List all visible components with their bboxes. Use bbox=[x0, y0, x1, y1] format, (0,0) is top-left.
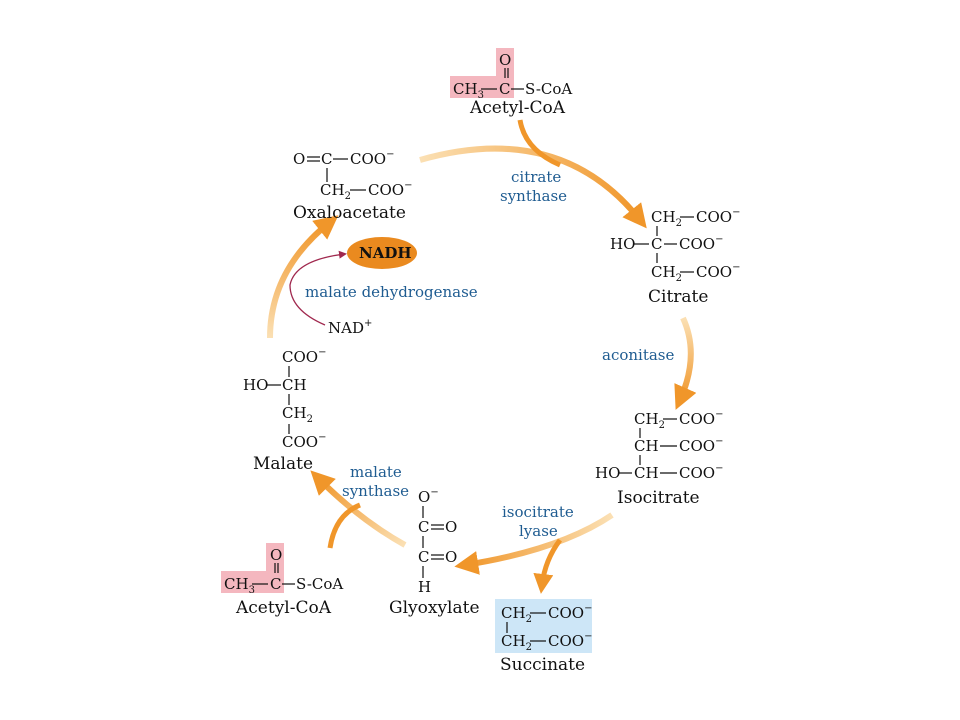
citrate-coo1: COO− bbox=[696, 207, 740, 226]
acetyl-top-ch3: CH3 bbox=[453, 80, 484, 101]
compound-succinate: CH2 COO− CH2 COO− Succinate bbox=[495, 599, 592, 675]
compound-glyoxylate: O− C O C O H Glyoxylate bbox=[389, 487, 480, 618]
glyoxylate-o2: O bbox=[445, 548, 457, 566]
malate-ch: CH bbox=[282, 376, 307, 394]
isocitrate-coo3: COO− bbox=[679, 463, 723, 482]
isocitrate-ch2: CH2 bbox=[634, 410, 665, 431]
malate-ho: HO bbox=[243, 376, 268, 394]
succinate-highlight bbox=[495, 599, 592, 653]
oxaloacetate-coo2: COO− bbox=[368, 180, 412, 199]
arrow-nad-to-nadh[interactable] bbox=[289, 250, 347, 326]
arrow-citrate-to-isocitrate bbox=[674, 316, 697, 410]
compound-acetyl-coa-top: O CH3 C S-CoA Acetyl-CoA bbox=[450, 48, 572, 118]
acetyl-top-o: O bbox=[499, 51, 511, 69]
malate-coo2: COO− bbox=[282, 432, 326, 451]
glyoxylate-o-minus: O− bbox=[418, 487, 439, 506]
oxaloacetate-name: Oxaloacetate bbox=[293, 203, 406, 223]
enzyme-isocitrate-lyase-line1: isocitrate bbox=[502, 503, 574, 521]
enzyme-citrate-synthase-line1: citrate bbox=[511, 168, 561, 186]
glyoxylate-h: H bbox=[418, 578, 431, 596]
arrow-glyoxylate-to-malate bbox=[310, 470, 407, 548]
malate-ch2: CH2 bbox=[282, 404, 313, 425]
enzyme-malate-dehydrogenase: malate dehydrogenase bbox=[305, 283, 478, 301]
isocitrate-coo2: COO− bbox=[679, 436, 723, 455]
acetyl-bottom-o: O bbox=[270, 546, 282, 564]
citrate-coo2: COO− bbox=[679, 234, 723, 253]
nad-label: NAD+ bbox=[328, 318, 372, 337]
enzyme-malate-synthase-line1: malate bbox=[350, 463, 402, 481]
arrow-isocitrate-to-glyoxylate bbox=[454, 512, 614, 575]
succinate-name: Succinate bbox=[500, 655, 585, 675]
acetyl-top-c: C bbox=[499, 80, 510, 98]
citrate-coo3: COO− bbox=[696, 262, 740, 281]
isocitrate-ho: HO bbox=[595, 464, 620, 482]
compound-citrate: CH2 COO− HO C COO− CH2 COO− Citrate bbox=[610, 207, 740, 307]
glyoxylate-o1: O bbox=[445, 518, 457, 536]
citrate-ch2a: CH2 bbox=[651, 208, 682, 229]
acetyl-coa-top-name: Acetyl-CoA bbox=[469, 98, 566, 118]
malate-name: Malate bbox=[253, 454, 313, 474]
isocitrate-ch-b: CH bbox=[634, 464, 659, 482]
oxaloacetate-ch2: CH2 bbox=[320, 181, 351, 202]
acetyl-highlight-top bbox=[450, 48, 514, 98]
compound-malate: COO− HO CH CH2 COO− Malate bbox=[243, 347, 326, 474]
isocitrate-name: Isocitrate bbox=[617, 488, 700, 508]
oxaloacetate-c: C bbox=[321, 150, 332, 168]
arrow-malate-to-oxaloacetate bbox=[267, 215, 339, 339]
cofactors: NADH NAD+ bbox=[328, 237, 417, 337]
glyoxylate-c1: C bbox=[418, 518, 429, 536]
citrate-name: Citrate bbox=[648, 287, 708, 307]
glyoxylate-name: Glyoxylate bbox=[389, 598, 480, 618]
enzyme-aconitase: aconitase bbox=[602, 346, 675, 364]
enzyme-malate-synthase-line2: synthase bbox=[342, 482, 409, 500]
acetyl-bottom-ch3: CH3 bbox=[224, 575, 255, 596]
succinate-coo1: COO− bbox=[548, 603, 592, 622]
arrow-acetylcoa-in bbox=[517, 119, 562, 168]
acetyl-highlight-bottom bbox=[221, 543, 284, 593]
compound-acetyl-coa-bottom: O CH3 C S-CoA Acetyl-CoA bbox=[221, 543, 343, 618]
cycle-arrows bbox=[267, 119, 697, 594]
isocitrate-coo1: COO− bbox=[679, 409, 723, 428]
enzyme-labels: citrate synthase aconitase isocitrate ly… bbox=[305, 168, 675, 540]
citrate-ho: HO bbox=[610, 235, 635, 253]
succinate-coo2: COO− bbox=[548, 631, 592, 650]
nadh-badge bbox=[347, 237, 417, 269]
acetyl-top-scoa: S-CoA bbox=[525, 80, 572, 98]
oxaloacetate-coo1: COO− bbox=[350, 149, 394, 168]
nadh-label: NADH bbox=[359, 244, 412, 262]
acetyl-bottom-scoa: S-CoA bbox=[296, 575, 343, 593]
citrate-c: C bbox=[651, 235, 662, 253]
glyoxylate-c2: C bbox=[418, 548, 429, 566]
acetyl-bottom-c: C bbox=[270, 575, 281, 593]
enzyme-citrate-synthase-line2: synthase bbox=[500, 187, 567, 205]
arrow-acetylcoa-bottom-in bbox=[327, 502, 362, 549]
compound-isocitrate: CH2 COO− CH COO− HO CH COO− Isocitrate bbox=[595, 409, 723, 508]
oxaloacetate-o: O bbox=[293, 150, 305, 168]
enzyme-isocitrate-lyase-line2: lyase bbox=[519, 522, 558, 540]
acetyl-coa-bottom-name: Acetyl-CoA bbox=[235, 598, 332, 618]
citrate-ch2b: CH2 bbox=[651, 263, 682, 284]
succinate-ch2a: CH2 bbox=[501, 604, 532, 625]
compound-oxaloacetate: O C COO− CH2 COO− Oxaloacetate bbox=[293, 149, 412, 223]
arrow-to-succinate bbox=[533, 538, 563, 594]
malate-coo1: COO− bbox=[282, 347, 326, 366]
isocitrate-ch-a: CH bbox=[634, 437, 659, 455]
succinate-ch2b: CH2 bbox=[501, 632, 532, 653]
